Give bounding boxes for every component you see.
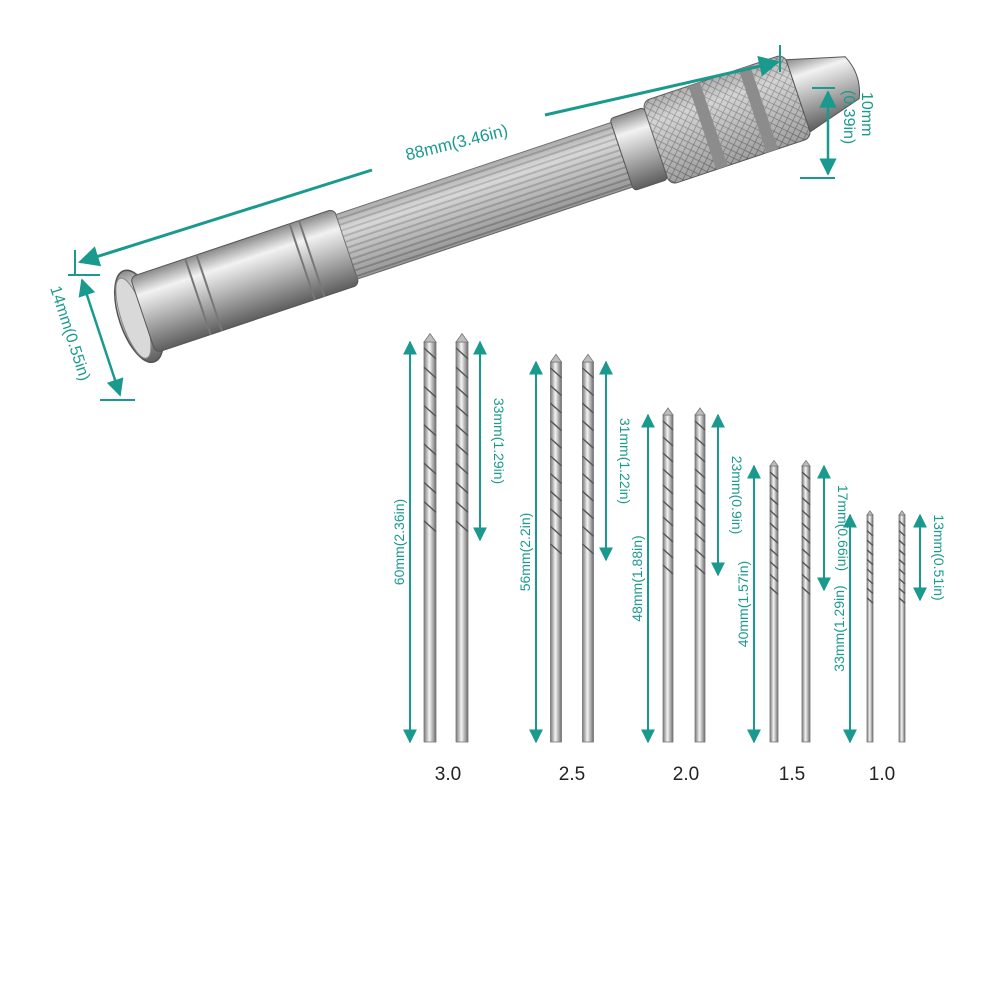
bit-set-2-5: 56mm(2.2in) 31mm(1.22in) 2.5 (517, 353, 633, 785)
drill-bit (898, 510, 906, 743)
drill-bit (662, 407, 674, 743)
drill-bit (866, 510, 874, 743)
total-length-label: 48mm(1.88in) (629, 535, 645, 621)
smooth-grip (131, 209, 359, 352)
bit-set-1-5: 40mm(1.57in) 17mm(0.66in) 1.5 (735, 459, 851, 785)
flute-length-label: 33mm(1.29in) (491, 398, 507, 484)
flute-length-label: 13mm(0.51in) (931, 514, 947, 600)
drill-bit (694, 407, 706, 743)
pin-vise-tool (113, 55, 861, 363)
chuck-diameter-inch-label: (0.39in) (840, 90, 857, 144)
bit-set-3-0: 60mm(2.36in) 33mm(1.29in) 3.0 (391, 332, 507, 785)
drill-bit (549, 353, 563, 743)
total-length-label: 40mm(1.57in) (735, 561, 751, 647)
bit-size-label: 2.5 (559, 764, 585, 785)
total-length-label: 56mm(2.2in) (517, 513, 533, 592)
total-length-label: 60mm(2.36in) (391, 499, 407, 585)
chuck-diameter-dimension: 10mm (0.39in) (800, 87, 875, 179)
drill-bit (581, 353, 595, 743)
tool-length-label: 88mm(3.46in) (403, 121, 509, 165)
bit-size-label: 1.5 (779, 764, 805, 785)
drill-bit (769, 459, 779, 743)
bit-set-2-0: 48mm(1.88in) 23mm(0.9in) 2.0 (629, 407, 745, 785)
drill-bit (455, 332, 469, 743)
drill-bit (423, 332, 437, 743)
bit-size-label: 1.0 (869, 764, 895, 785)
chuck-diameter-label: 10mm (858, 92, 875, 136)
drill-bit (801, 459, 811, 743)
bit-size-label: 3.0 (435, 764, 461, 785)
total-length-label: 33mm(1.29in) (831, 585, 847, 671)
bit-size-label: 2.0 (673, 764, 699, 785)
flute-length-label: 17mm(0.66in) (835, 485, 851, 571)
flute-length-label: 23mm(0.9in) (729, 456, 745, 535)
flute-length-label: 31mm(1.22in) (617, 418, 633, 504)
drill-bits: 60mm(2.36in) 33mm(1.29in) 3.0 56mm(2.2in) 31… (391, 332, 947, 785)
bit-set-1-0: 33mm(1.29in) 13mm(0.51in) 1.0 (831, 510, 947, 785)
cap-diameter-label: 14mm(0.55in) (46, 284, 93, 383)
